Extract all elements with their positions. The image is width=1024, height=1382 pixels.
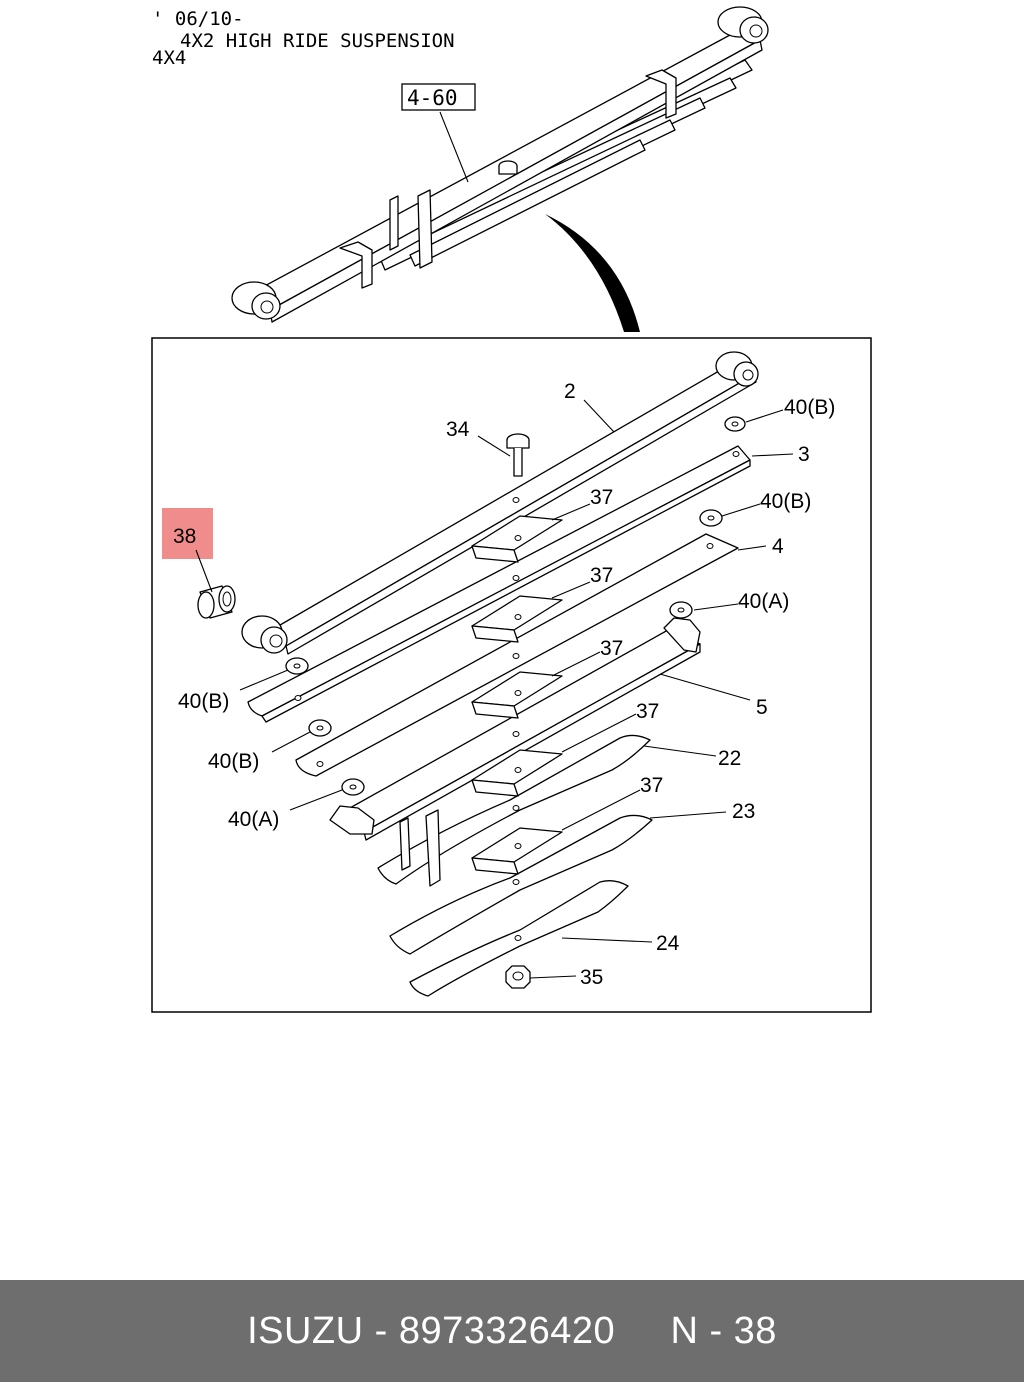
footer-caption: ISUZU - 8973326420 N - 38 [247, 1309, 777, 1352]
bushing-part-38 [197, 585, 236, 619]
header-line-1: ' 06/10- [152, 8, 244, 30]
callout-2: 2 [564, 380, 576, 403]
svg-text:4-60: 4-60 [407, 86, 458, 110]
center-bolt-part-34 [506, 433, 530, 477]
callout-35: 35 [580, 966, 603, 989]
leaf-part-24 [409, 880, 629, 997]
callout-37-e: 37 [640, 774, 663, 797]
callout-40b-left2: 40(B) [208, 750, 259, 773]
callout-40b-top: 40(B) [784, 396, 835, 419]
nut-part-35 [505, 965, 531, 989]
callout-5: 5 [756, 696, 768, 719]
callout-37-d: 37 [636, 700, 659, 723]
leaf-part-22 [377, 734, 651, 887]
callout-37-a: 37 [590, 486, 613, 509]
header-line-3: 4X4 [152, 47, 186, 69]
leaf-part-4 [295, 533, 739, 777]
header-line-2: 4X2 HIGH RIDE SUSPENSION [180, 30, 455, 52]
callout-40b-mid: 40(B) [760, 490, 811, 513]
exploded-view-frame [151, 337, 872, 1013]
callout-3: 3 [798, 443, 810, 466]
callout-23: 23 [732, 800, 755, 823]
callout-40a-top: 40(A) [738, 590, 789, 613]
callout-40a-left: 40(A) [228, 808, 279, 831]
main-leaf-part-2 [241, 351, 759, 655]
callout-40b-left1: 40(B) [178, 690, 229, 713]
leaf-part-5 [329, 617, 701, 841]
callout-24: 24 [656, 932, 680, 955]
footer-bar: ISUZU - 8973326420 N - 38 [0, 1280, 1024, 1382]
leader-lines [195, 399, 794, 979]
leaf-spring-diagram: ' 06/10- 4X2 HIGH RIDE SUSPENSION 4X4 [151, 6, 872, 1013]
leaf-part-23 [389, 814, 653, 955]
callout-37-c: 37 [600, 637, 623, 660]
callout-22: 22 [718, 747, 741, 770]
callout-4: 4 [772, 535, 784, 558]
callout-34: 34 [446, 418, 470, 441]
callout-38: 38 [173, 525, 196, 548]
overview-spring-assembly [231, 6, 769, 332]
highlight-38 [162, 508, 213, 559]
ref-box-4-60: 4-60 [401, 83, 476, 183]
leaf-part-3 [247, 445, 751, 723]
callout-37-b: 37 [590, 564, 613, 587]
